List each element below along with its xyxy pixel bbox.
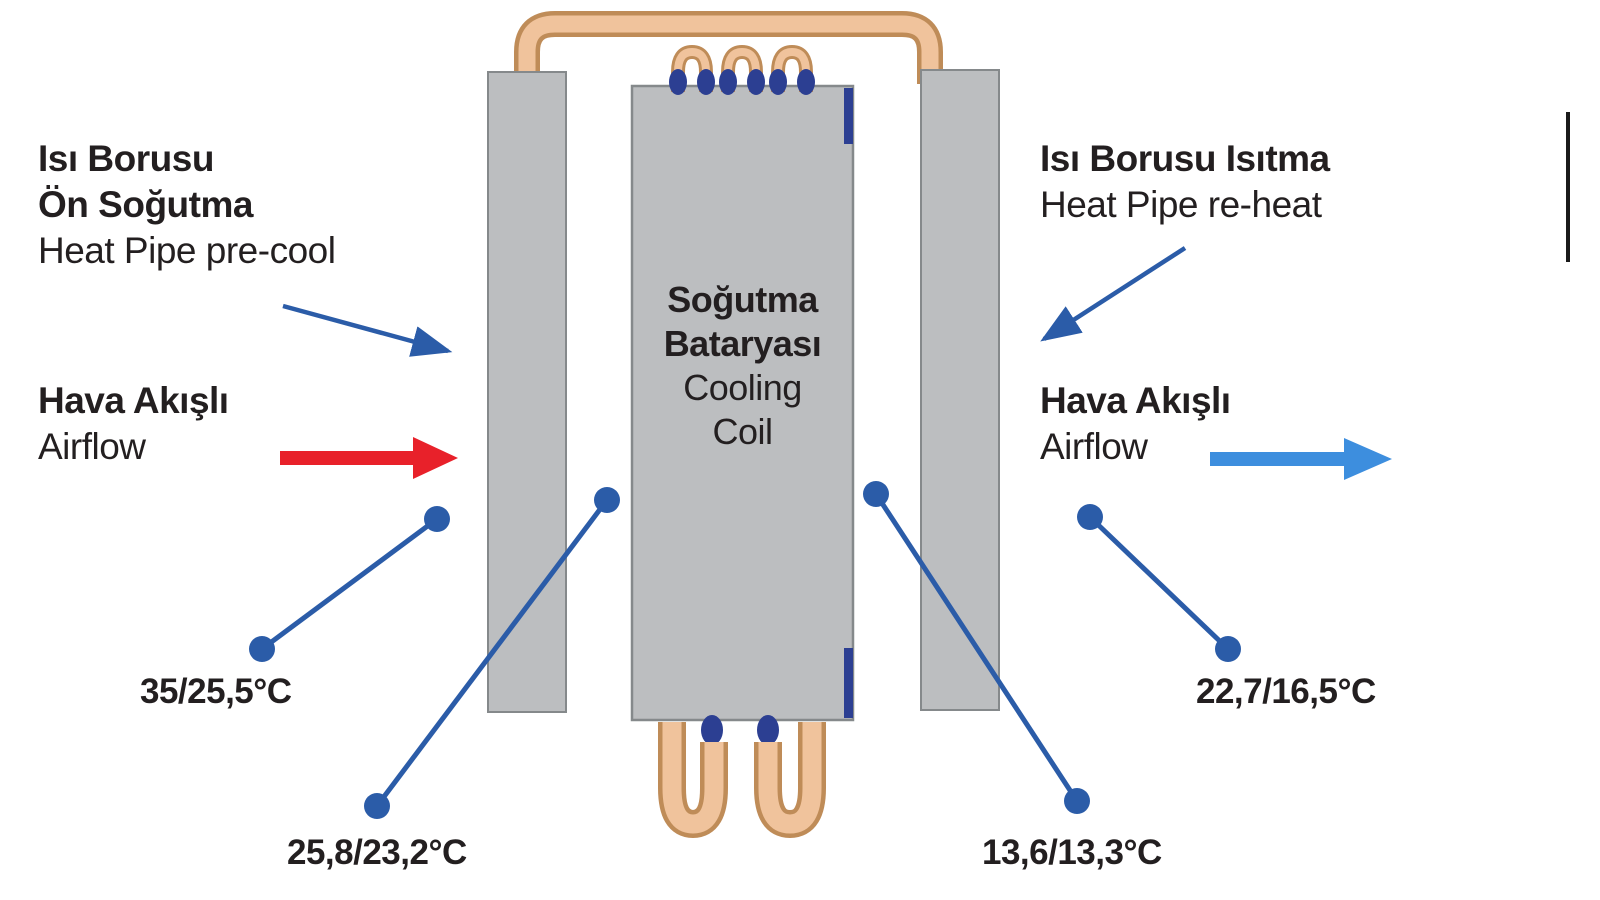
reheat-pointer-arrow [1040,246,1187,342]
temp-inlet-value: 35/25,5°C [140,672,292,711]
airflow-in-arrow [280,437,458,479]
coil-tube-cap [697,69,715,95]
reheat-label: Isı Borusu Isıtma Heat Pipe re-heat [1040,136,1330,228]
temp-leader-inlet [249,506,450,662]
temp-outlet-value: 22,7/16,5°C [1196,672,1376,711]
cooling-coil-body [630,84,855,722]
coil-title-line2: Bataryası [663,323,822,364]
coil-subtitle-line1: Cooling [683,367,802,408]
precool-subtitle: Heat Pipe pre-cool [38,230,336,271]
coil-header-strip-bottom [844,648,853,718]
precool-panel [487,71,567,713]
coil-tube-cap [769,69,787,95]
coil-tube-cap [719,69,737,95]
coil-tube-cap [669,69,687,95]
airflow-in-label: Hava Akışlı Airflow [38,378,229,470]
temp-leader-after-coil [863,481,1090,814]
cooling-coil-label: Soğutma Bataryası Cooling Coil [632,278,853,454]
frame-edge-line [1566,112,1570,262]
airflow-out-label: Hava Akışlı Airflow [1040,378,1231,470]
airflow-out-arrow [1210,438,1392,480]
coil-header-strip-top [844,88,853,144]
reheat-panel [920,69,1000,711]
precool-title-line1: Isı Borusu [38,138,214,179]
precool-pointer-arrow [282,303,453,357]
airflow-in-title: Hava Akışlı [38,380,229,421]
temp-leader-after-precool [364,487,620,819]
airflow-out-subtitle: Airflow [1040,426,1148,467]
coil-tube-cap [797,69,815,95]
coil-tube-cap [757,715,779,745]
precool-label: Isı Borusu Ön Soğutma Heat Pipe pre-cool [38,136,336,274]
heat-pipe-connector-pipe [514,10,943,86]
reheat-title: Isı Borusu Isıtma [1040,138,1330,179]
coil-bottom-ubends [658,715,826,839]
temp-after-coil-value: 13,6/13,3°C [982,833,1162,872]
temp-after-precool-value: 25,8/23,2°C [287,833,467,872]
airflow-out-title: Hava Akışlı [1040,380,1231,421]
temp-leader-outlet [1077,504,1241,662]
airflow-in-subtitle: Airflow [38,426,146,467]
coil-top-ubends [669,44,815,95]
precool-title-line2: Ön Soğutma [38,184,253,225]
coil-title-line1: Soğutma [667,279,818,320]
coil-tube-cap [747,69,765,95]
coil-tube-cap [701,715,723,745]
coil-subtitle-line2: Coil [712,411,773,452]
reheat-subtitle: Heat Pipe re-heat [1040,184,1322,225]
